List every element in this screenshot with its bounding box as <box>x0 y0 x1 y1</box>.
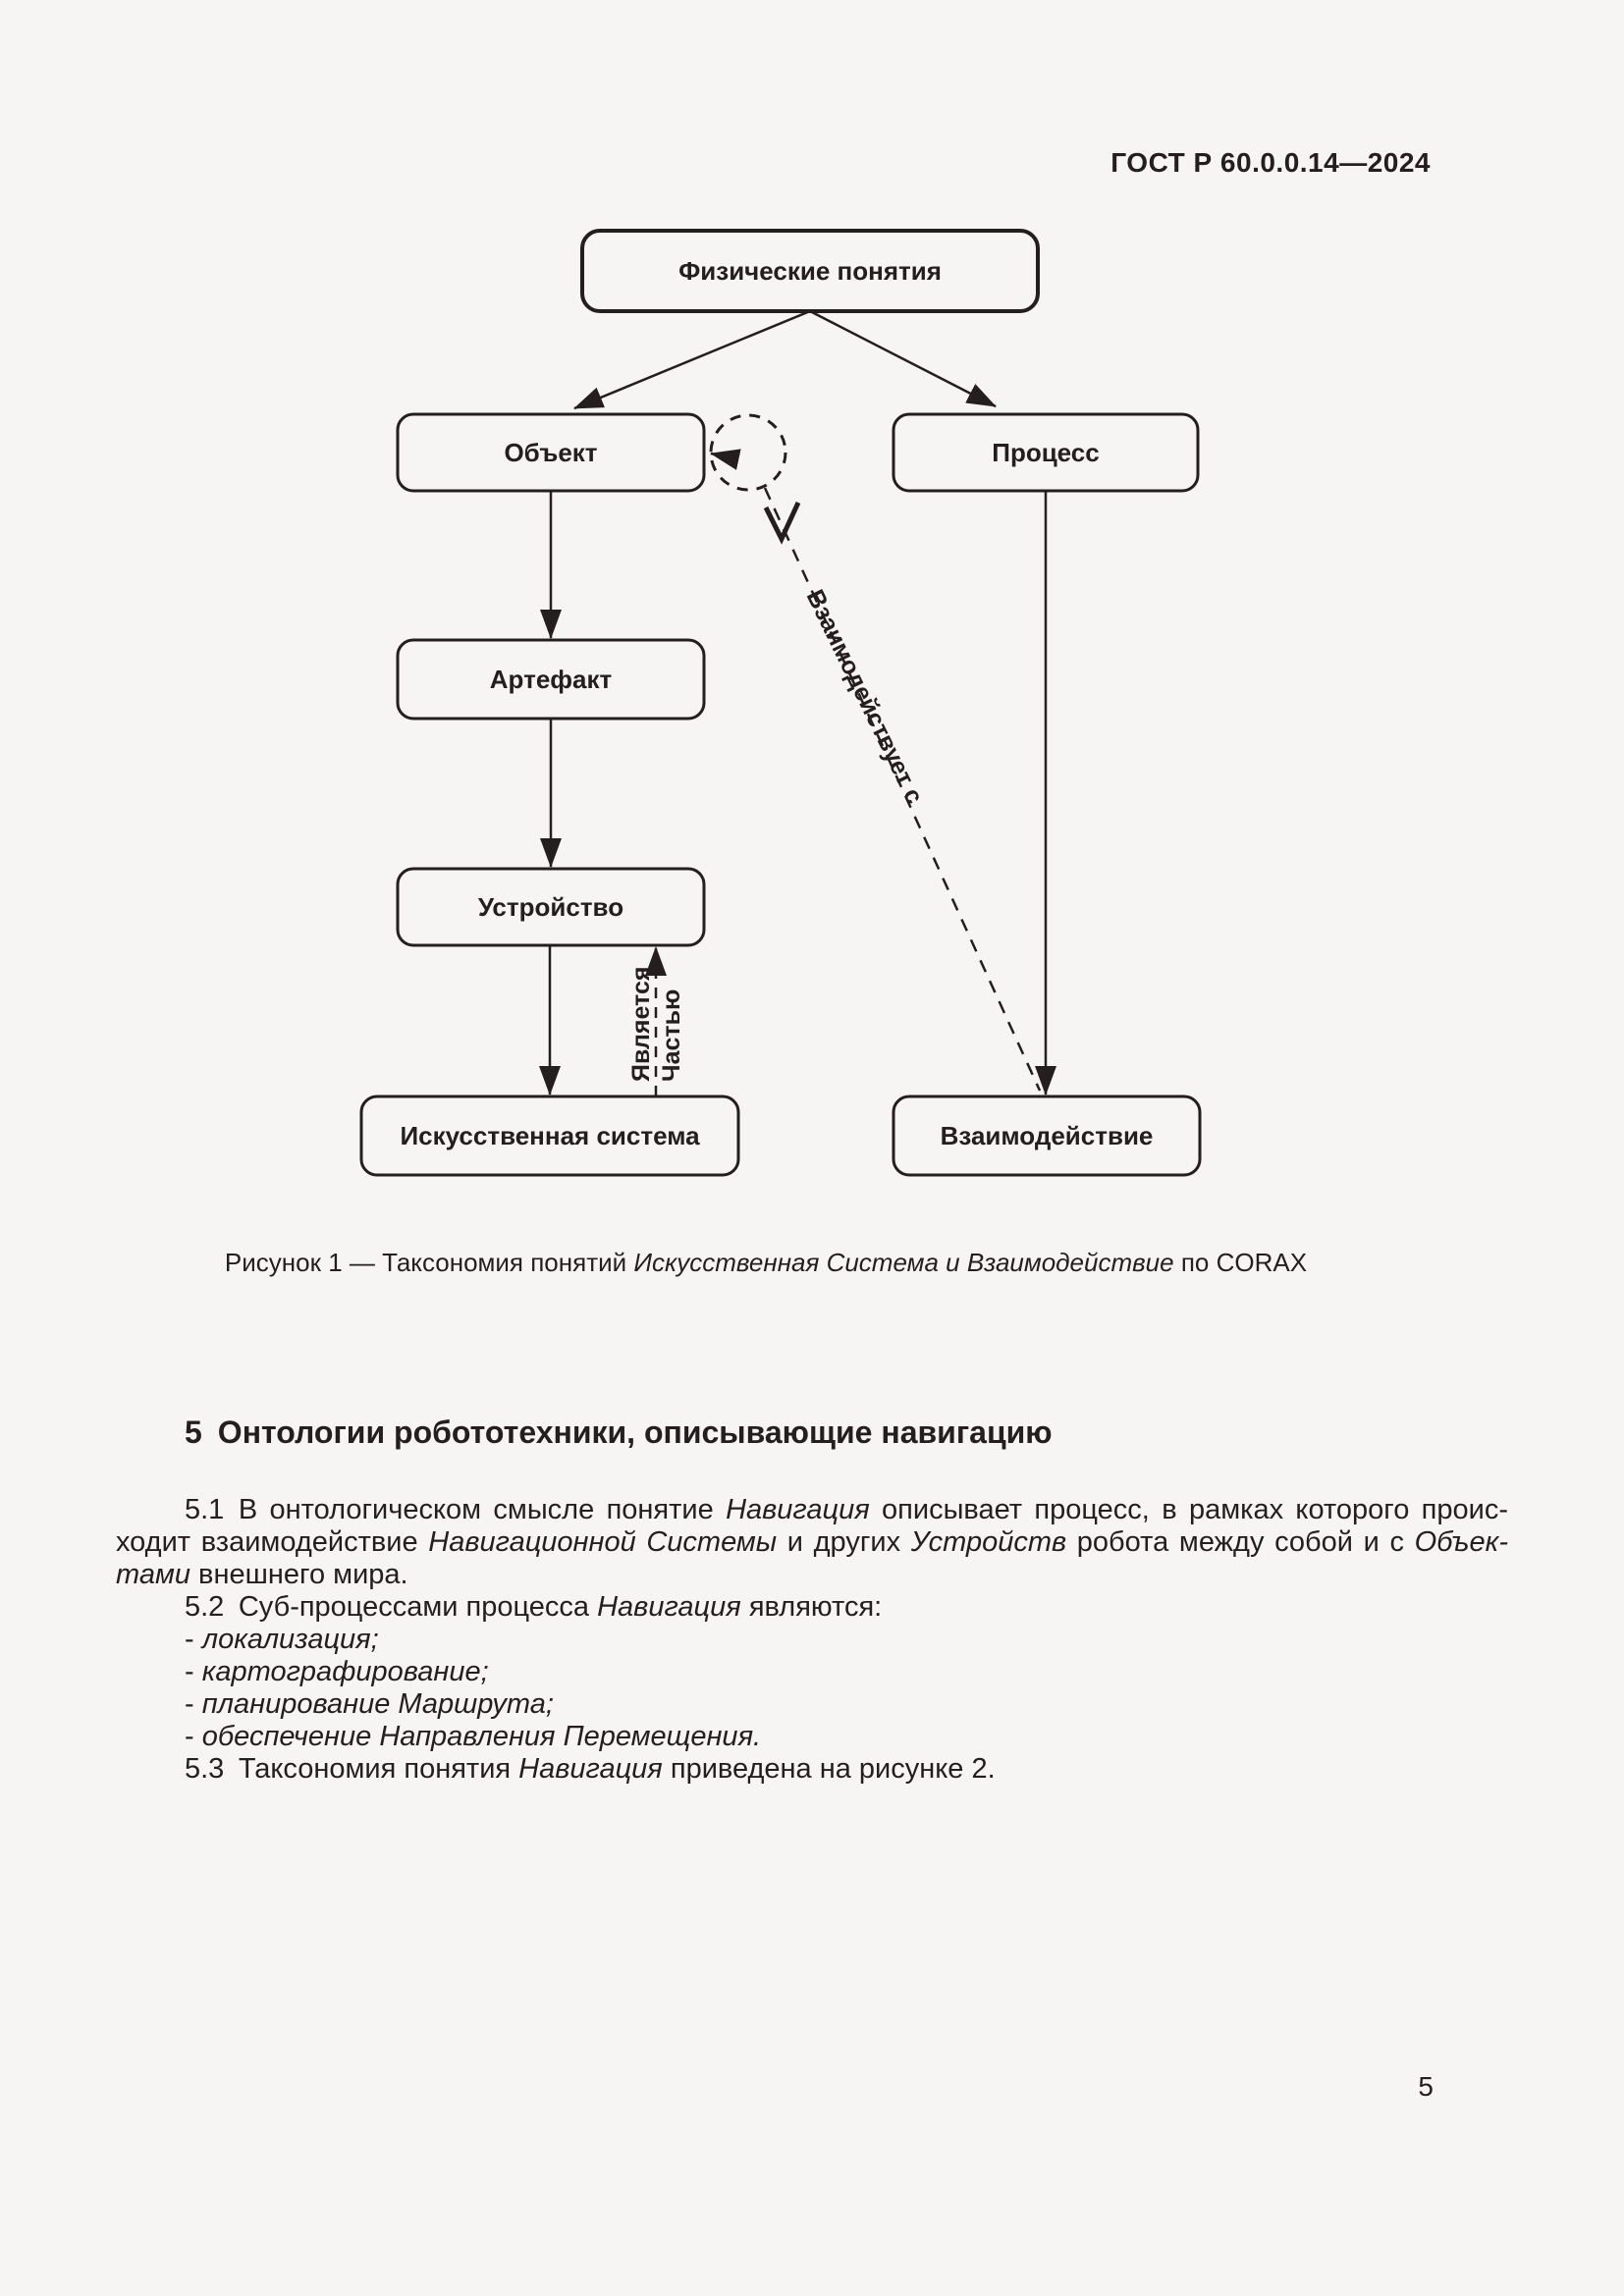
section-body: 5.1 В онтологическом смысле понятие Нави… <box>116 1494 1508 1786</box>
edge-label-is-part-of-line2: Частью <box>658 989 685 1082</box>
text-line: - планирование Маршрута; <box>116 1688 1508 1721</box>
edge-physical-to-object <box>573 309 811 410</box>
text-run: Навигация <box>597 1591 741 1623</box>
text-run: - <box>185 1721 202 1752</box>
text-run: обеспечение Направления Перемещения. <box>201 1721 762 1752</box>
edge-label-interacts-with: Взаимодействует с <box>801 585 929 808</box>
text-run: описывает процесс, в рамках которого про… <box>869 1494 1508 1525</box>
text-run: 5.1 В онтологическом смысле понятие <box>185 1494 727 1525</box>
figure-caption: Рисунок 1 — Таксономия понятий Искусстве… <box>59 1248 1473 1278</box>
node-device-label: Устройство <box>478 892 623 922</box>
text-run: приведена на рисунке 2. <box>662 1753 996 1785</box>
text-run: Искусственная Система и Взаимодействие <box>633 1248 1174 1277</box>
direction-chevron-icon <box>763 501 801 545</box>
node-interaction-label: Взаимодействие <box>941 1121 1154 1150</box>
diagram-node-labels: Физические понятия Объект Процесс Артефа… <box>400 256 1153 1150</box>
relation-circle-icon <box>709 413 787 492</box>
text-run: локализация; <box>201 1624 379 1655</box>
text-run: - <box>185 1688 202 1720</box>
text-run: 5.2 Суб-процессами процесса <box>185 1591 598 1623</box>
taxonomy-diagram: Физические понятия Объект Процесс Артефа… <box>359 229 1202 1177</box>
text-line: - картографирование; <box>116 1656 1508 1688</box>
text-run: Навигация <box>518 1753 663 1785</box>
text-line: 5.1 В онтологическом смысле понятие Нави… <box>116 1494 1508 1526</box>
node-object-box <box>396 412 706 493</box>
text-line: ходит взаимодействие Навигационной Систе… <box>116 1526 1508 1559</box>
text-run: Объек- <box>1414 1526 1509 1558</box>
text-line: тами внешнего мира. <box>116 1559 1508 1591</box>
diagram-nodes <box>359 229 1202 1177</box>
text-line: 5.2 Суб-процессами процесса Навигация яв… <box>116 1591 1508 1624</box>
node-physical-concepts-label: Физические понятия <box>678 256 942 286</box>
text-run: робота между собой и с <box>1066 1526 1415 1558</box>
node-device-box <box>396 867 706 947</box>
node-process-box <box>892 412 1200 493</box>
text-run: - <box>185 1656 202 1687</box>
node-interaction-box <box>892 1095 1202 1177</box>
node-artificial-system-box <box>359 1095 740 1177</box>
edge-physical-to-process <box>809 309 997 408</box>
text-line: - локализация; <box>116 1624 1508 1656</box>
text-run: планирование Маршрута; <box>201 1688 554 1720</box>
node-physical-concepts-box <box>580 229 1040 313</box>
text-run: ходит взаимодействие <box>116 1526 429 1558</box>
text-run: Устройств <box>910 1526 1067 1558</box>
diagram-edges <box>539 309 1056 1096</box>
text-line: - обеспечение Направления Перемещения. <box>116 1721 1508 1753</box>
section-heading: 5 Онтологии робототехники, описывающие н… <box>185 1415 1053 1450</box>
node-artifact-box <box>396 638 706 721</box>
text-run: Навигация <box>726 1494 870 1525</box>
text-run: являются: <box>740 1591 883 1623</box>
node-artificial-system-label: Искусственная система <box>400 1121 700 1150</box>
edge-interacts-with-dashed <box>763 487 1042 1092</box>
node-artifact-label: Артефакт <box>490 665 613 694</box>
node-object-label: Объект <box>504 438 597 467</box>
text-run: по CORAX <box>1173 1248 1308 1277</box>
text-run: и других <box>777 1526 911 1558</box>
node-process-label: Процесс <box>992 438 1099 467</box>
edge-circle-to-object <box>710 449 741 470</box>
text-run: 5.3 Таксономия понятия <box>185 1753 519 1785</box>
text-run: - <box>185 1624 202 1655</box>
text-line: 5.3 Таксономия понятия Навигация приведе… <box>116 1753 1508 1786</box>
text-run: внешнего мира. <box>189 1559 408 1590</box>
text-run: Рисунок 1 — Таксономия понятий <box>224 1248 634 1277</box>
text-run: Навигационной Системы <box>428 1526 778 1558</box>
edge-label-is-part-of-line1: Является <box>627 967 655 1082</box>
text-run: тами <box>116 1559 190 1590</box>
page-number: 5 <box>1418 2071 1434 2102</box>
text-run: картографирование; <box>201 1656 489 1687</box>
document-header-reference: ГОСТ Р 60.0.0.14—2024 <box>1110 147 1431 178</box>
